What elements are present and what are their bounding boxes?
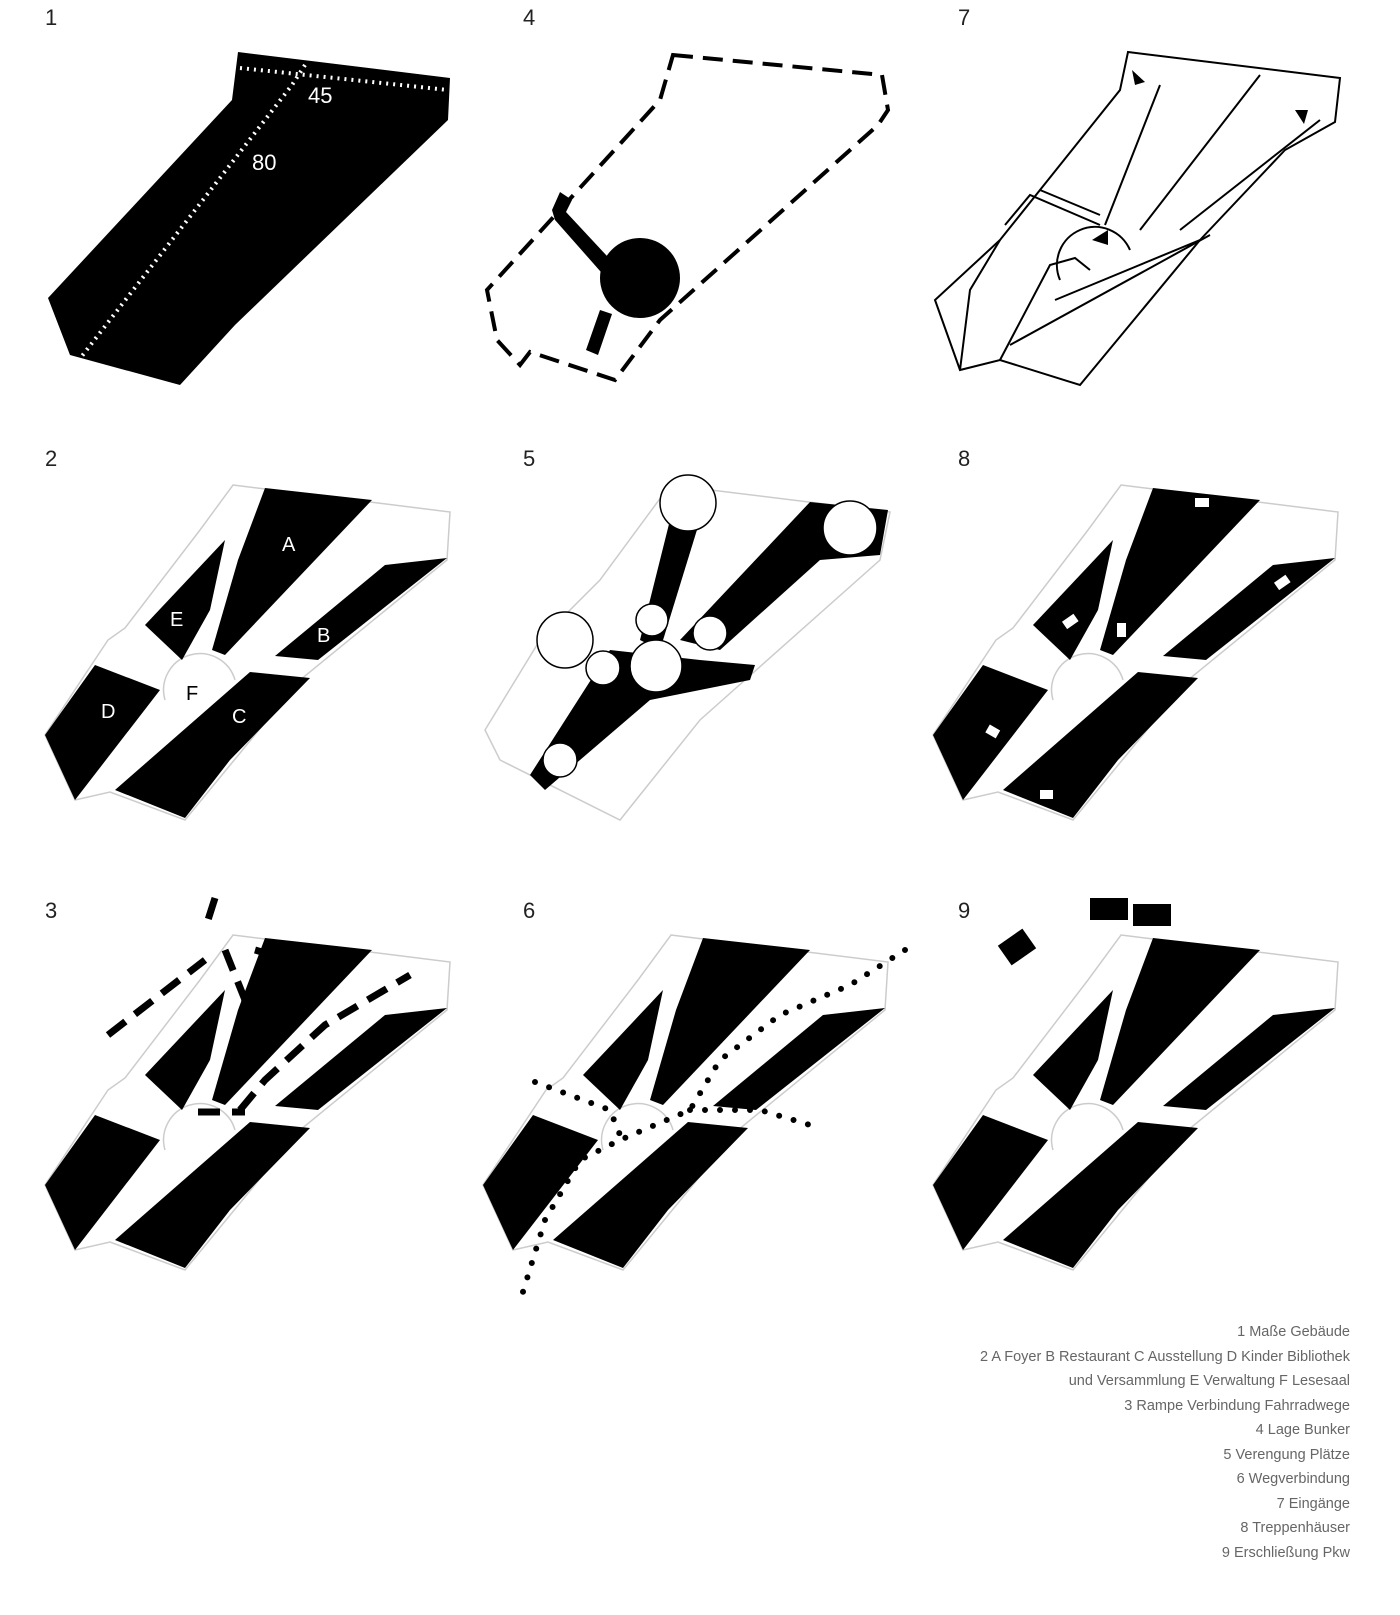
- panel-8-staircases: 8: [932, 446, 1339, 821]
- panel-9-car-access: 9: [932, 898, 1339, 1271]
- panel-number: 6: [523, 898, 535, 923]
- panel-5-narrowing-squares: 5: [484, 446, 891, 821]
- panel-number: 8: [958, 446, 970, 471]
- width-dimension: 45: [308, 83, 332, 108]
- legend-item: 9 Erschließung Pkw: [1221, 1544, 1350, 1561]
- parking-icon: [997, 928, 1037, 966]
- legend: 1 Maße Gebäude 2 A Foyer B Restaurant C …: [980, 1320, 1350, 1565]
- panel-4-bunker-location: 4: [484, 5, 891, 383]
- panel-number: 9: [958, 898, 970, 923]
- staircase-icon: [985, 498, 1291, 799]
- panel-number: 4: [523, 5, 535, 30]
- legend-item: 5 Verengung Plätze: [1223, 1446, 1350, 1463]
- entrance-arrow-icon: [1092, 70, 1308, 245]
- legend-item: 6 Wegverbindung: [1236, 1471, 1350, 1487]
- legend-item: 4 Lage Bunker: [1255, 1422, 1350, 1438]
- zone-label: C: [232, 706, 246, 728]
- panel-number: 1: [45, 5, 57, 30]
- legend-item: 7 Eingänge: [1276, 1495, 1350, 1512]
- zone-label: F: [186, 683, 198, 705]
- panel-number: 5: [523, 446, 535, 471]
- legend-item: 3 Rampe Verbindung Fahrradwege: [1124, 1397, 1350, 1414]
- legend-item: 2 A Foyer B Restaurant C Ausstellung D K…: [980, 1348, 1350, 1365]
- legend-item: 8 Treppenhäuser: [1240, 1520, 1350, 1536]
- panel-2-zones: 2 A B C D E F: [44, 446, 451, 821]
- length-dimension: 80: [252, 150, 276, 175]
- panel-number: 2: [45, 446, 57, 471]
- panel-7-entrances: 7: [933, 5, 1342, 387]
- zone-label: A: [282, 534, 296, 556]
- legend-item: und Versammlung E Verwaltung F Lesesaal: [1068, 1373, 1350, 1389]
- zone-label: D: [101, 701, 115, 723]
- parking-icon: [1090, 898, 1128, 920]
- panel-1-building-dimensions: 1 45 80: [45, 5, 450, 385]
- zone-label: B: [317, 625, 330, 647]
- panel-number: 3: [45, 898, 57, 923]
- bunker-icon: [600, 238, 680, 318]
- panel-3-ramps: 3: [44, 896, 451, 1271]
- panel-6-path-connection: 6: [482, 898, 908, 1298]
- parking-icon: [1133, 904, 1171, 926]
- panel-number: 7: [958, 5, 970, 30]
- legend-item: 1 Maße Gebäude: [1237, 1324, 1350, 1340]
- zone-label: E: [170, 609, 183, 631]
